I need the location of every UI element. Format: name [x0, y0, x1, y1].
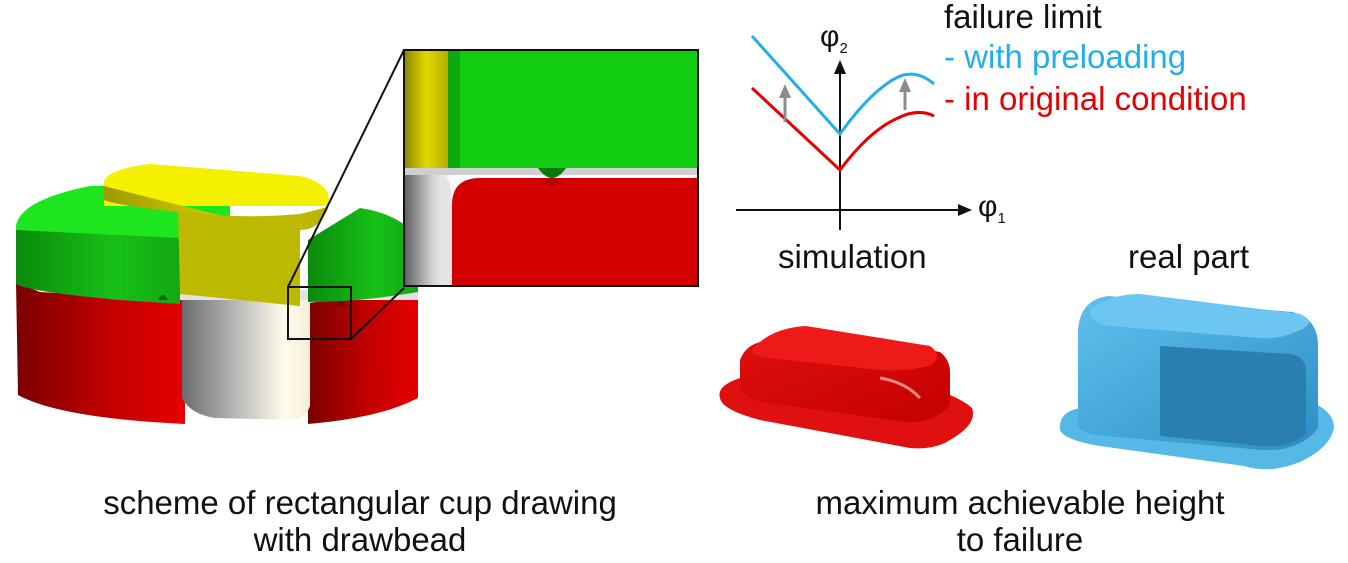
- legend-preloading: - with preloading: [944, 38, 1187, 75]
- y-axis-subscript: 2: [839, 40, 848, 57]
- tool-scheme: [16, 49, 418, 424]
- drawbead-left: [158, 295, 168, 300]
- legend-title: failure limit: [944, 0, 1102, 35]
- x-axis-arrow: [958, 204, 972, 216]
- real-part: [1059, 294, 1334, 470]
- inset-die-fillet: [440, 175, 452, 286]
- legend-original: - in original condition: [944, 80, 1247, 117]
- zoom-frame-large: [403, 49, 699, 287]
- inset-die: [452, 178, 698, 286]
- sim-highlight: [879, 376, 922, 400]
- caption-left-line2: with drawbead: [253, 521, 467, 558]
- y-axis-symbol: φ: [820, 20, 840, 53]
- die-left-block: [16, 282, 185, 424]
- inset-punch: [404, 50, 448, 168]
- blankholder-front-right: [308, 208, 418, 302]
- blankholder-front-left: [16, 230, 180, 304]
- die-right-block: [308, 290, 418, 424]
- zoom-connector-top: [287, 49, 405, 288]
- shift-arrow-right-head: [899, 78, 911, 92]
- label-simulation: simulation: [778, 238, 927, 275]
- curve-preloading: [750, 34, 935, 137]
- caption-left: scheme of rectangular cup drawing with d…: [40, 484, 680, 558]
- x-axis-symbol: φ: [978, 190, 998, 223]
- shift-arrow-left-head: [779, 84, 791, 98]
- real-body-face: [1160, 346, 1306, 447]
- x-axis-label: φ1: [978, 190, 1006, 227]
- zoom-inset: [403, 49, 699, 287]
- sim-body-top: [751, 326, 937, 371]
- inset-groove: [538, 178, 566, 185]
- caption-left-line1: scheme of rectangular cup drawing: [103, 484, 617, 521]
- punch-face: [178, 210, 300, 306]
- real-body-top: [1089, 294, 1309, 339]
- caption-right-line2: to failure: [956, 521, 1084, 558]
- zoom-frame-small: [287, 286, 352, 340]
- zoom-connector-bottom: [350, 287, 405, 340]
- punch-top: [103, 164, 329, 206]
- label-real-part: real part: [1128, 238, 1250, 275]
- inset-drawbead: [538, 168, 566, 178]
- caption-right: maximum achievable height to failure: [760, 484, 1280, 558]
- forming-limit-diagram: [736, 34, 972, 230]
- drawbead-right: [336, 301, 346, 306]
- inset-blankholder-shade: [448, 50, 460, 168]
- sheet-blank: [182, 290, 310, 420]
- y-axis-arrow: [834, 60, 846, 74]
- curve-original: [750, 86, 935, 173]
- caption-right-line1: maximum achievable height: [815, 484, 1225, 521]
- x-axis-subscript: 1: [997, 210, 1006, 227]
- simulated-part: [719, 326, 974, 449]
- y-axis-label: φ2: [820, 20, 848, 57]
